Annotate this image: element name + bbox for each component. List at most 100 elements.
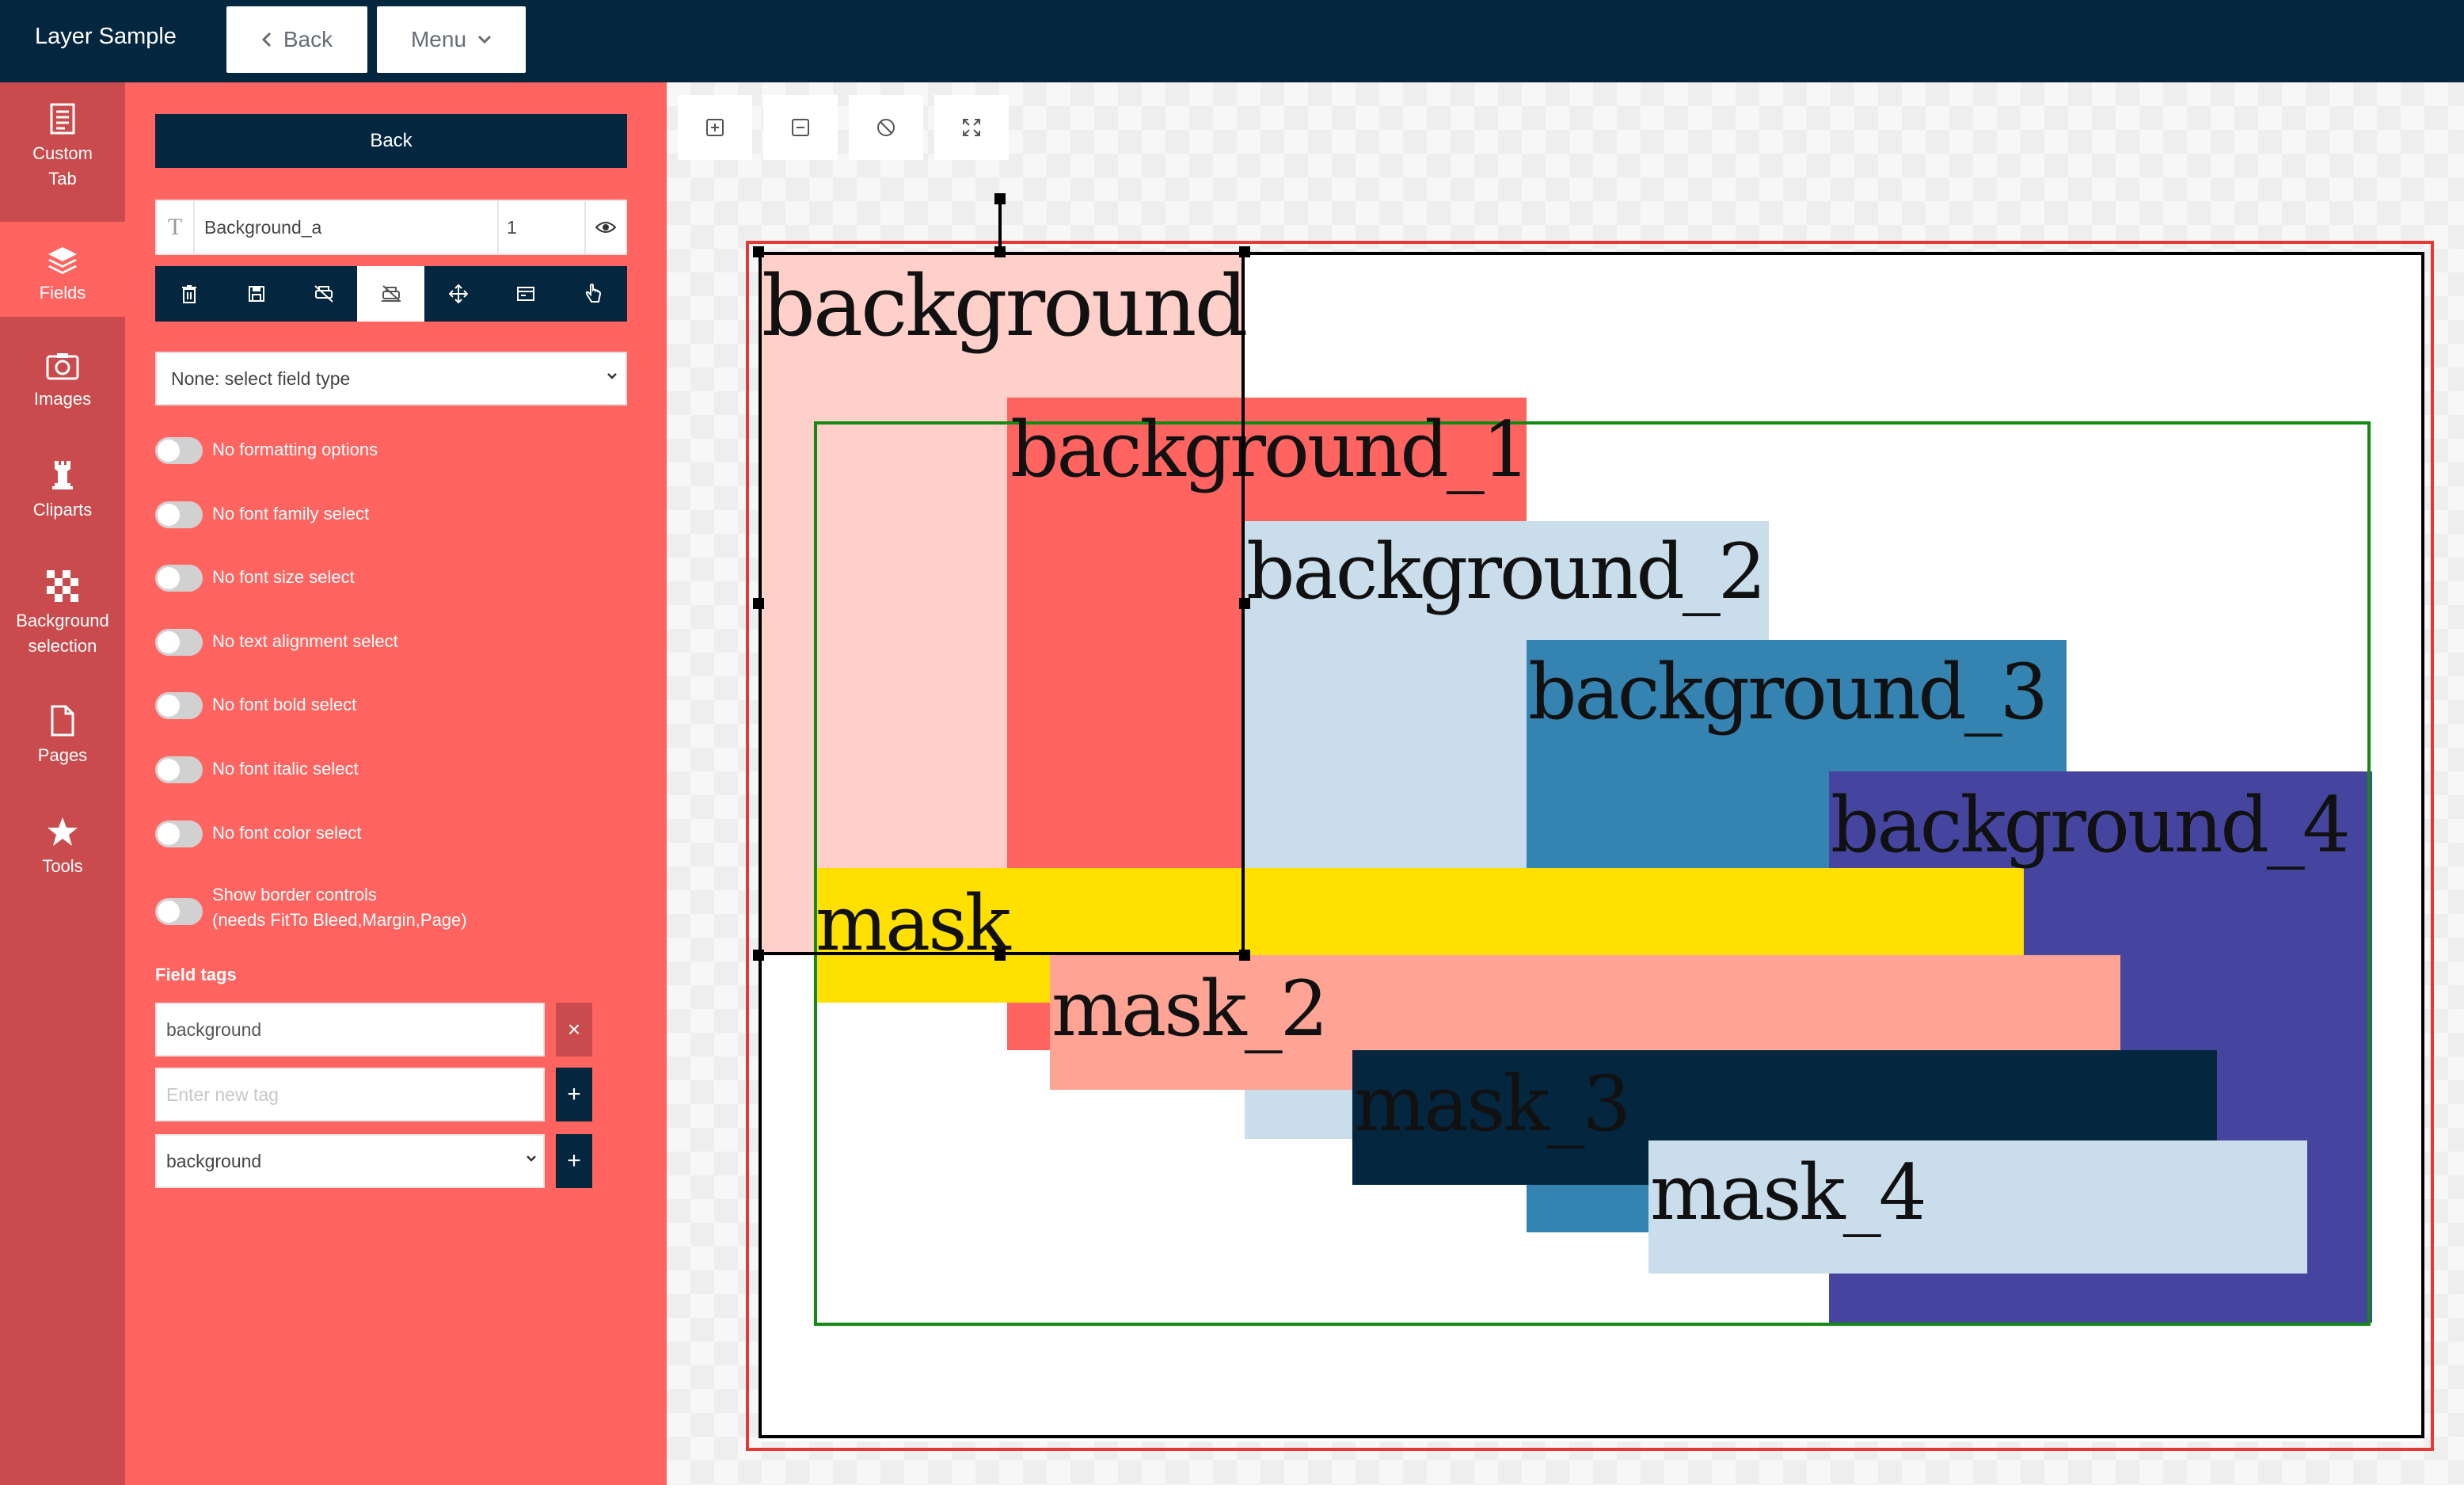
toggle-label: No font color select <box>212 823 362 843</box>
layer-background-1-text: background_1 <box>1010 406 1530 494</box>
field-toolbar <box>155 266 627 322</box>
toggle-no-formatting[interactable]: No formatting options <box>155 437 378 464</box>
field-settings-panel: Back T <box>125 82 667 1485</box>
toggle-no-font-size[interactable]: No font size select <box>155 565 355 592</box>
remove-tag-button[interactable]: × <box>556 1003 592 1057</box>
window-field-button[interactable] <box>492 266 559 322</box>
toggle-label: No font bold select <box>212 695 357 714</box>
toggle-no-text-alignment[interactable]: No text alignment select <box>155 629 398 656</box>
layers-icon <box>48 247 77 274</box>
delete-field-button[interactable] <box>155 266 222 322</box>
custom-tab-icon <box>50 103 75 135</box>
add-tag-button[interactable]: + <box>556 1068 592 1121</box>
star-tools-icon <box>48 817 78 846</box>
field-order-input[interactable] <box>497 201 583 253</box>
hand-pointer-icon <box>585 284 601 303</box>
panel-back-button[interactable]: Back <box>155 114 627 168</box>
resize-handle-se[interactable] <box>1239 950 1250 961</box>
toggle-label: No font family select <box>212 504 370 524</box>
fit-screen-button[interactable] <box>934 95 1009 160</box>
toggle-switch[interactable] <box>155 629 203 656</box>
toggle-switch[interactable] <box>155 898 203 925</box>
resize-handle-ne[interactable] <box>1239 246 1250 257</box>
zoom-out-button[interactable] <box>763 95 838 160</box>
toggle-switch[interactable] <box>155 692 203 719</box>
tag-select-value: background <box>166 1150 262 1171</box>
toggle-switch[interactable] <box>155 565 203 592</box>
toggle-no-font-color[interactable]: No font color select <box>155 821 361 847</box>
layer-background-2-text: background_2 <box>1246 527 1766 616</box>
toggle-switch[interactable] <box>155 821 203 847</box>
toggle-border-controls[interactable]: Show border controls (needs FitTo Bleed,… <box>155 882 467 933</box>
toggle-label: No font italic select <box>212 759 359 779</box>
side-rail: Custom Tab Fields Images Cliparts Backgr… <box>0 82 125 1485</box>
layer-lock-icon <box>381 285 401 302</box>
toggle-label: No text alignment select <box>212 631 398 651</box>
rail-item-pages[interactable]: Pages <box>0 705 125 784</box>
rail-item-background-selection[interactable]: Background selection <box>0 570 125 673</box>
move-field-button[interactable] <box>424 266 492 322</box>
zoom-in-icon <box>706 119 724 136</box>
toggle-switch[interactable] <box>155 501 203 528</box>
field-name-row: T <box>155 200 627 255</box>
layer-background-text: background <box>762 257 1248 355</box>
field-type-select[interactable]: None: select field type <box>155 352 627 406</box>
rail-item-cliparts[interactable]: Cliparts <box>0 459 125 539</box>
toggle-no-font-bold[interactable]: No font bold select <box>155 692 356 719</box>
rail-label: Background selection <box>16 611 109 656</box>
rotate-handle[interactable] <box>994 193 1006 204</box>
field-name-input[interactable] <box>193 201 497 253</box>
existing-tag-field[interactable] <box>155 1003 545 1057</box>
chevron-down-icon <box>527 1156 536 1162</box>
rail-label: Cliparts <box>32 500 93 520</box>
toggle-sublabel: (needs FitTo Bleed,Margin,Page) <box>212 910 467 930</box>
new-tag-input[interactable] <box>155 1068 545 1121</box>
add-tag-from-select-button[interactable]: + <box>556 1134 592 1188</box>
selection-box[interactable] <box>759 252 1245 955</box>
layer-lock-button[interactable] <box>357 266 424 322</box>
layer-background-4-text: background_4 <box>1831 781 2351 870</box>
select-field-button[interactable] <box>559 266 626 322</box>
rail-item-fields[interactable]: Fields <box>0 222 125 317</box>
margin-guide <box>814 421 2371 1326</box>
header-back-button[interactable]: Back <box>226 6 367 73</box>
toggle-no-font-italic[interactable]: No font italic select <box>155 756 359 783</box>
resize-handle-w[interactable] <box>753 598 764 609</box>
chevron-down-icon <box>607 373 617 379</box>
menu-label: Menu <box>410 27 467 51</box>
trash-icon <box>181 285 196 303</box>
save-field-button[interactable] <box>222 266 290 322</box>
image-icon <box>46 353 79 380</box>
save-icon <box>248 286 264 302</box>
chevron-down-icon <box>477 35 492 44</box>
toggle-no-font-family[interactable]: No font family select <box>155 501 369 528</box>
zoom-out-icon <box>792 119 809 136</box>
toggle-switch[interactable] <box>155 437 203 464</box>
rail-item-images[interactable]: Images <box>0 352 125 431</box>
rail-item-custom-tab[interactable]: Custom Tab <box>0 103 125 214</box>
zoom-in-button[interactable] <box>678 95 752 160</box>
resize-handle-sw[interactable] <box>753 950 764 961</box>
visibility-toggle[interactable] <box>584 201 626 253</box>
resize-handle-e[interactable] <box>1239 598 1250 609</box>
toggle-switch[interactable] <box>155 756 203 783</box>
eye-icon <box>595 222 616 233</box>
resize-handle-nw[interactable] <box>753 246 764 257</box>
reset-zoom-icon <box>877 119 895 136</box>
rail-label: Pages <box>37 745 88 765</box>
resize-handle-n[interactable] <box>994 246 1006 257</box>
rail-label: Fields <box>39 283 86 303</box>
resize-handle-s[interactable] <box>994 950 1006 961</box>
layer-mask-3-text: mask_3 <box>1354 1060 1631 1148</box>
chevron-left-icon <box>261 32 271 48</box>
window-icon <box>516 287 534 301</box>
layer-background-3-text: background_3 <box>1528 648 2048 737</box>
reset-zoom-button[interactable] <box>849 95 923 160</box>
rail-item-tools[interactable]: Tools <box>0 816 125 895</box>
menu-button[interactable]: Menu <box>377 6 526 73</box>
no-print-button[interactable] <box>290 266 357 322</box>
layer-mask-4-text: mask_4 <box>1650 1148 1927 1237</box>
layer-mask-4-rect[interactable] <box>1648 1140 2307 1274</box>
rail-label: Tools <box>42 856 83 876</box>
tag-select[interactable]: background <box>155 1134 545 1188</box>
